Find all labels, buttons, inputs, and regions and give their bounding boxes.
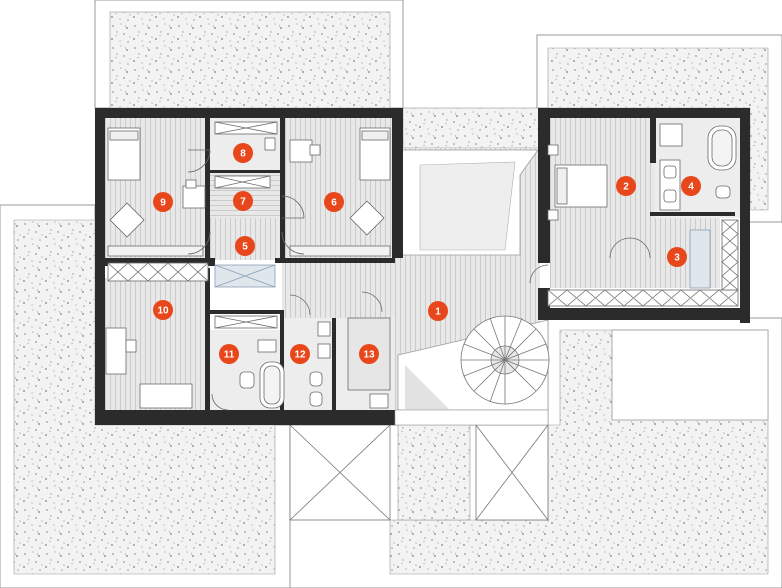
room-marker-label: 11 bbox=[224, 350, 235, 361]
room-marker-circle bbox=[616, 176, 636, 196]
desk-10 bbox=[105, 327, 127, 375]
room-marker-7[interactable]: 7 bbox=[233, 191, 253, 211]
room-marker-label: 3 bbox=[674, 253, 680, 264]
room-marker-11[interactable]: 11 bbox=[219, 344, 239, 364]
room-marker-label: 8 bbox=[240, 149, 246, 160]
room-marker-circle bbox=[219, 344, 239, 364]
room-marker-label: 10 bbox=[157, 306, 169, 317]
room-marker-circle bbox=[681, 176, 701, 196]
room-marker-3[interactable]: 3 bbox=[667, 247, 687, 267]
desk-9 bbox=[182, 185, 206, 209]
room-marker-circle bbox=[233, 191, 253, 211]
room-marker-circle bbox=[153, 300, 173, 320]
room-marker-circle bbox=[290, 344, 310, 364]
room-marker-label: 5 bbox=[242, 242, 248, 253]
room-marker-label: 12 bbox=[294, 350, 306, 361]
room-marker-label: 4 bbox=[688, 182, 694, 193]
chair-6 bbox=[349, 200, 385, 236]
chair-9 bbox=[109, 202, 145, 238]
room-marker-circle bbox=[359, 344, 379, 364]
bed-10 bbox=[139, 383, 193, 409]
room-marker-circle bbox=[235, 236, 255, 256]
room-marker-label: 1 bbox=[435, 307, 441, 318]
room-marker-circle bbox=[667, 247, 687, 267]
room-marker-13[interactable]: 13 bbox=[359, 344, 379, 364]
room-marker-label: 7 bbox=[240, 197, 246, 208]
walls bbox=[95, 108, 750, 426]
room-marker-6[interactable]: 6 bbox=[324, 192, 344, 212]
room-marker-9[interactable]: 9 bbox=[153, 192, 173, 212]
room-marker-8[interactable]: 8 bbox=[233, 143, 253, 163]
room-marker-label: 6 bbox=[331, 198, 337, 209]
room-marker-circle bbox=[233, 143, 253, 163]
room-marker-circle bbox=[153, 192, 173, 212]
stair-area bbox=[397, 149, 550, 411]
room-marker-5[interactable]: 5 bbox=[235, 236, 255, 256]
voids bbox=[289, 424, 549, 521]
room-marker-1[interactable]: 1 bbox=[428, 301, 448, 321]
room-marker-circle bbox=[324, 192, 344, 212]
room-marker-2[interactable]: 2 bbox=[616, 176, 636, 196]
desk-6 bbox=[289, 139, 313, 163]
spiral-stair bbox=[460, 315, 550, 405]
furniture bbox=[105, 121, 739, 409]
room-marker-circle bbox=[428, 301, 448, 321]
room-marker-4[interactable]: 4 bbox=[681, 176, 701, 196]
doors bbox=[187, 149, 651, 411]
room-marker-label: 2 bbox=[623, 182, 629, 193]
room-marker-10[interactable]: 10 bbox=[153, 300, 173, 320]
room-marker-label: 9 bbox=[160, 198, 166, 209]
room-marker-12[interactable]: 12 bbox=[290, 344, 310, 364]
room-marker-label: 13 bbox=[363, 350, 375, 361]
